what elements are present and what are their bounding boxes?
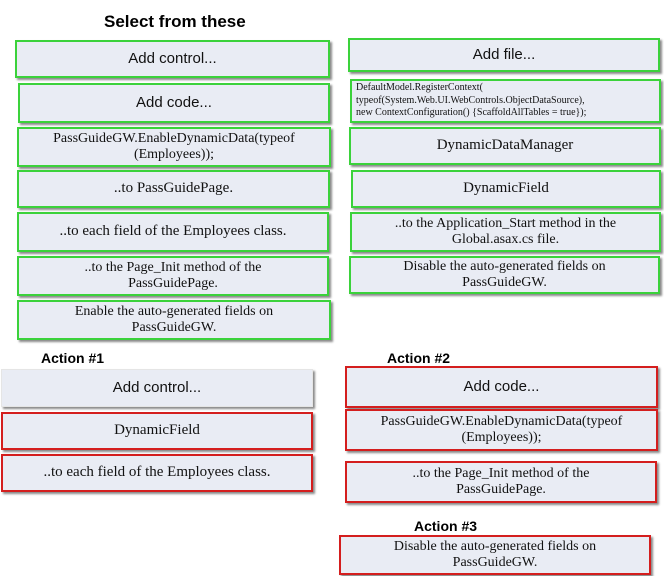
action-line: PassGuideGW.: [452, 555, 538, 570]
option-line: ..to the Page_Init method of the: [84, 259, 262, 275]
option-line: PassGuideGW.: [131, 320, 217, 335]
option-line: Global.asax.cs file.: [451, 232, 560, 247]
code-line: new ContextConfiguration() {ScaffoldAllT…: [356, 107, 587, 119]
option-to-each-field[interactable]: ..to each field of the Employees class.: [17, 212, 329, 252]
option-dynamic-data-manager[interactable]: DynamicDataManager: [349, 127, 661, 165]
action-1-slot-1[interactable]: Add control...: [1, 369, 313, 407]
option-line: Enable the auto-generated fields on: [74, 303, 274, 319]
option-add-file[interactable]: Add file...: [348, 38, 660, 72]
action-line: Disable the auto-generated fields on: [393, 538, 597, 554]
option-to-page[interactable]: ..to PassGuidePage.: [17, 170, 330, 208]
action-line: ..to the Page_Init method of the: [412, 465, 590, 481]
action-2-slot-1[interactable]: Add code...: [345, 366, 658, 408]
option-register-context[interactable]: DefaultModel.RegisterContext(typeof(Syst…: [350, 79, 661, 123]
action-1-slot-3[interactable]: ..to each field of the Employees class.: [1, 454, 313, 492]
option-line: ..to the Application_Start method in the: [394, 215, 617, 231]
option-line: PassGuidePage.: [128, 276, 218, 291]
select-heading: Select from these: [104, 12, 246, 31]
code-line: DefaultModel.RegisterContext(: [356, 81, 483, 93]
action-line: PassGuideGW.EnableDynamicData(typeof: [380, 413, 623, 429]
option-line: PassGuideGW.EnableDynamicData(typeof: [53, 130, 295, 146]
action-1-slot-2[interactable]: DynamicField: [1, 412, 313, 450]
action-line: (Employees));: [461, 430, 542, 445]
action-3-heading: Action #3: [414, 518, 478, 534]
option-add-control[interactable]: Add control...: [15, 40, 330, 78]
option-line: (Employees));: [133, 147, 215, 162]
option-enable-dynamic-data[interactable]: PassGuideGW.EnableDynamicData(typeof(Emp…: [17, 127, 331, 167]
action-line: PassGuidePage.: [456, 482, 546, 497]
option-line: PassGuideGW.: [462, 275, 547, 290]
option-add-code[interactable]: Add code...: [18, 83, 330, 123]
action-2-heading: Action #2: [387, 350, 451, 366]
action-1-heading: Action #1: [41, 350, 105, 366]
code-line: typeof(System.Web.UI.WebControls.ObjectD…: [356, 94, 585, 106]
option-dynamic-field[interactable]: DynamicField: [351, 170, 661, 208]
option-to-application-start[interactable]: ..to the Application_Start method in the…: [350, 212, 661, 252]
option-line: Disable the auto-generated fields on: [403, 258, 606, 274]
action-2-slot-2[interactable]: PassGuideGW.EnableDynamicData(typeof(Emp…: [345, 409, 658, 451]
